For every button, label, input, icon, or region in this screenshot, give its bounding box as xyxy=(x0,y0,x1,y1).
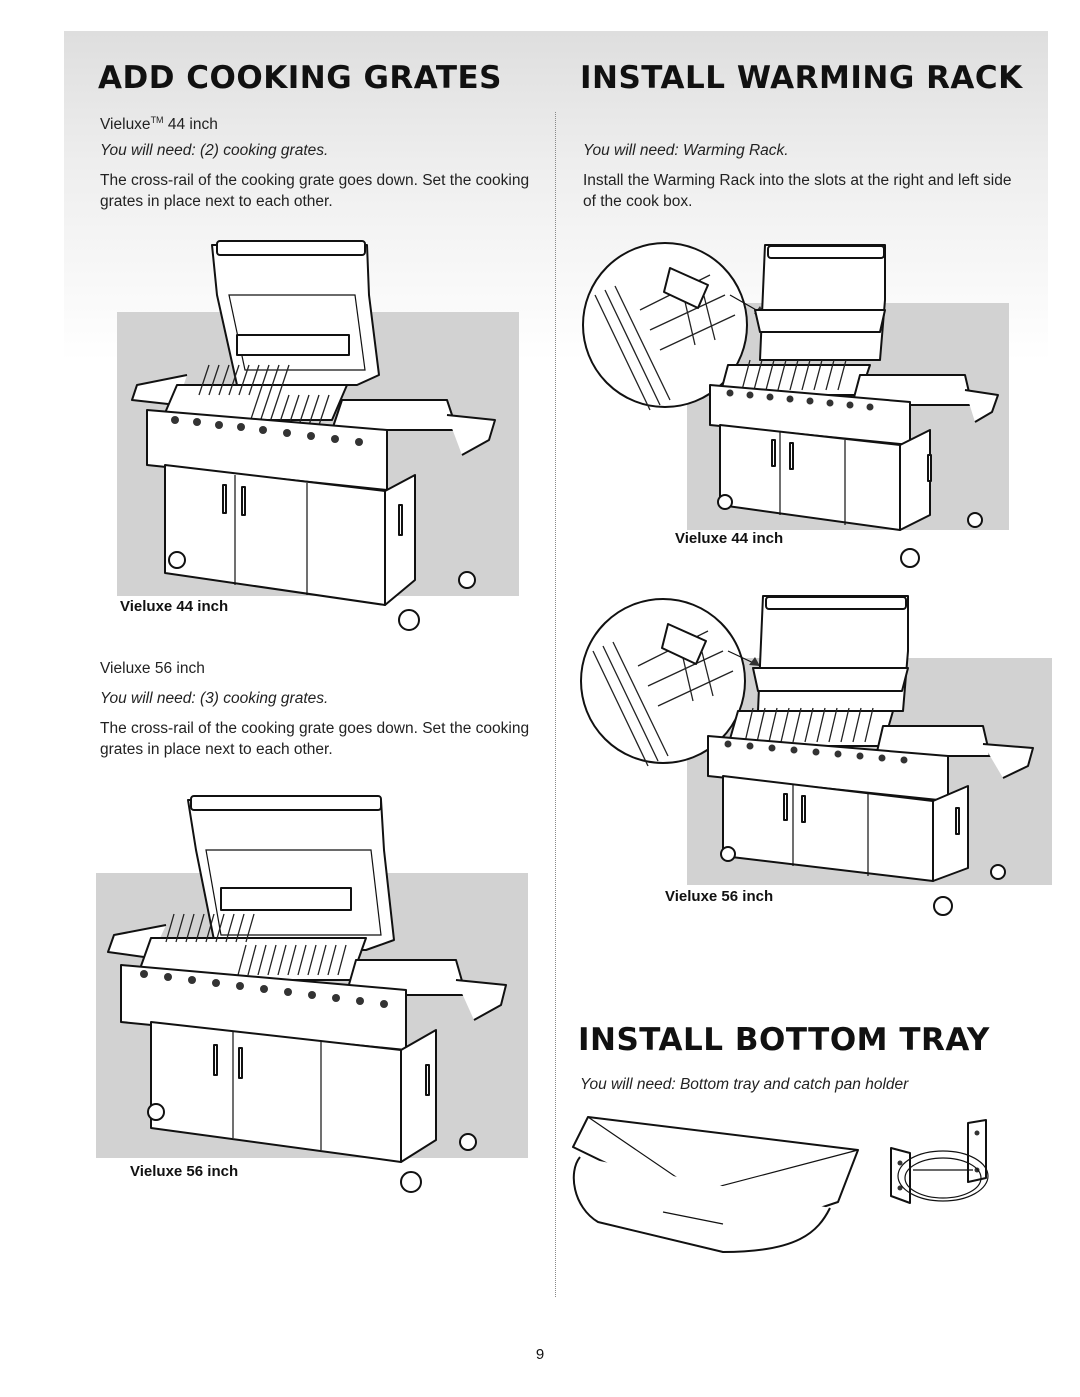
warming-rack-need-text: You will need: Warming Rack. xyxy=(583,142,789,159)
model-44-label: VieluxeTM 44 inch xyxy=(100,110,218,135)
need-56-text: You will need: (3) cooking grates. xyxy=(100,690,329,707)
catch-pan-holder-illustration xyxy=(890,1119,989,1204)
grill-56-illustration xyxy=(107,795,507,1193)
need-44-text: You will need: (2) cooking grates. xyxy=(100,142,329,159)
heading-add-cooking-grates: ADD COOKING GRATES xyxy=(98,60,502,96)
model-44-intro: Vieluxe xyxy=(100,116,151,134)
instructions-56-text: The cross-rail of the cooking grate goes… xyxy=(100,720,530,758)
column-divider xyxy=(555,112,556,1297)
instructions-44-text: The cross-rail of the cooking grate goes… xyxy=(100,172,530,210)
caption-grill-56: Vieluxe 56 inch xyxy=(130,1163,239,1180)
caption-warming-44: Vieluxe 44 inch xyxy=(675,530,784,547)
caption-warming-56: Vieluxe 56 inch xyxy=(665,888,774,905)
bottom-tray-illustration xyxy=(572,1116,859,1253)
bottom-tray-need-text: You will need: Bottom tray and catch pan… xyxy=(580,1076,909,1093)
warming-rack-56-illustration xyxy=(580,595,1034,916)
model-56-label: Vieluxe 56 inch xyxy=(100,660,205,677)
caption-grill-44: Vieluxe 44 inch xyxy=(120,598,229,615)
model-44-size: 44 inch xyxy=(163,116,218,134)
trademark-mark: TM xyxy=(150,115,164,125)
page-number: 9 xyxy=(535,1346,545,1363)
warming-rack-44-illustration xyxy=(582,242,999,568)
heading-install-warming-rack: INSTALL WARMING RACK xyxy=(580,60,1023,96)
warming-rack-instructions: Install the Warming Rack into the slots … xyxy=(583,172,1012,210)
heading-install-bottom-tray: INSTALL BOTTOM TRAY xyxy=(578,1022,990,1058)
grill-44-illustration xyxy=(131,240,496,631)
